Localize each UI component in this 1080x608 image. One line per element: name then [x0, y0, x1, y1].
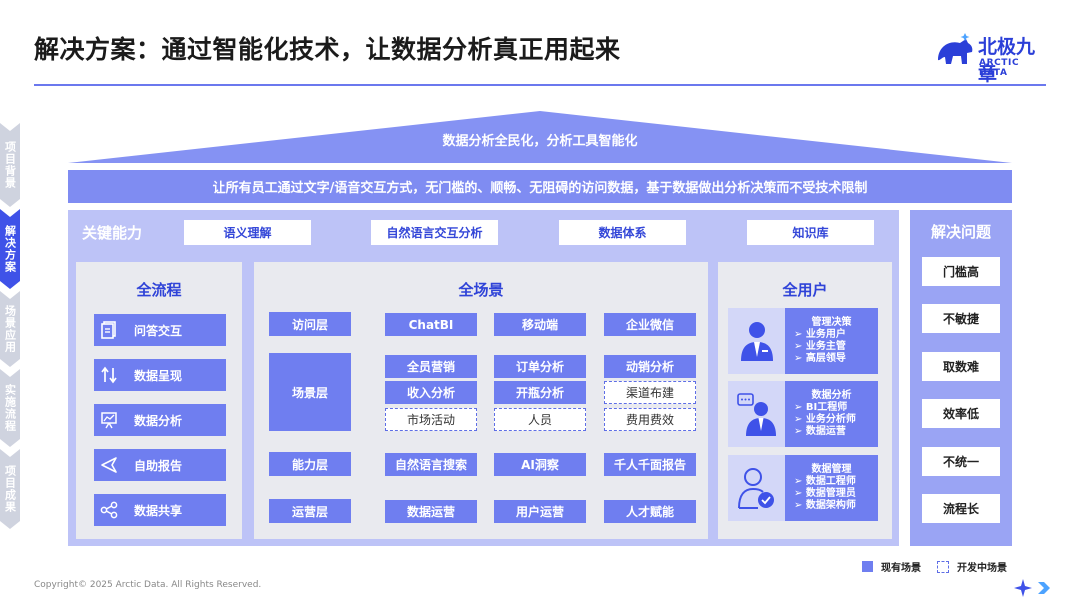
full-user-title: 全用户	[782, 281, 828, 299]
capability-item: 数据体系	[559, 220, 686, 245]
scene-cell: 开瓶分析	[494, 381, 586, 404]
problem-item: 取数难	[922, 352, 1000, 381]
process-item: 数据分析	[94, 404, 226, 436]
admin-icon	[728, 455, 786, 521]
logo-name-en: ARCTIC DATA	[979, 58, 1020, 78]
problem-item: 不敏捷	[922, 304, 1000, 333]
user-role: ➢ 数据架构师	[794, 500, 856, 511]
scene-cell: 人才赋能	[604, 500, 696, 523]
scene-cell: 数据运营	[385, 500, 477, 523]
layer-access: 访问层	[269, 312, 351, 336]
scene-cell: 全员营销	[385, 355, 477, 378]
nav-item-scenarios[interactable]: 场景应用	[0, 291, 20, 367]
layer-ability: 能力层	[269, 452, 351, 476]
legend-dashed-swatch	[937, 560, 949, 573]
user-group-head: 数据分析	[811, 390, 852, 401]
presentation-icon	[94, 404, 124, 436]
roof-shape	[68, 111, 1012, 163]
user-group: 数据管理 ➢ 数据工程师 ➢ 数据管理员 ➢ 数据架构师	[728, 455, 878, 521]
legend-existing: 现有场景	[862, 559, 921, 574]
logo-name-cn: 北极九章	[978, 36, 1036, 85]
page-title: 解决方案：通过智能化技术，让数据分析真正用起来	[34, 35, 621, 64]
layer-ops: 运营层	[269, 499, 351, 523]
user-role: ➢ 业务分析师	[794, 414, 856, 425]
copyright: Copyright© 2025 Arctic Data. All Rights …	[34, 580, 262, 590]
scene-cell: 企业微信	[604, 313, 696, 336]
scene-cell: 收入分析	[385, 381, 477, 404]
capability-title: 关键能力	[82, 224, 143, 242]
layer-scene: 场景层	[269, 353, 351, 431]
brand-logo: 北极九章 ARCTIC DATA	[934, 30, 1049, 85]
scene-cell: AI洞察	[494, 453, 586, 476]
send-icon	[94, 449, 124, 481]
full-process-panel	[76, 262, 242, 539]
analyst-icon	[728, 381, 786, 447]
capability-item: 语义理解	[184, 220, 311, 245]
capability-item: 知识库	[747, 220, 874, 245]
sparkle-icon	[1014, 579, 1050, 597]
user-role: ➢ 数据管理员	[794, 488, 856, 499]
full-process-title: 全流程	[136, 281, 182, 299]
scene-cell: 动销分析	[604, 355, 696, 378]
share-icon	[94, 494, 124, 526]
nav-item-implementation[interactable]: 实施流程	[0, 369, 20, 447]
problem-item: 效率低	[922, 399, 1000, 428]
scene-cell: 用户运营	[494, 500, 586, 523]
legend-developing: 开发中场景	[937, 559, 1007, 574]
process-item: 问答交互	[94, 314, 226, 346]
problem-item: 流程长	[922, 494, 1000, 523]
capability-item: 自然语言交互分析	[371, 220, 498, 245]
process-item: 数据共享	[94, 494, 226, 526]
scene-cell-developing: 市场活动	[385, 408, 477, 431]
user-group: 管理决策 ➢ 业务用户 ➢ 业务主管 ➢ 高层领导	[728, 308, 878, 374]
vision-banner: 让所有员工通过文字/语音交互方式，无门槛的、顺畅、无阻碍的访问数据，基于数据做出…	[68, 170, 1012, 203]
document-icon	[94, 314, 124, 346]
process-item: 数据呈现	[94, 359, 226, 391]
scene-cell: 移动端	[494, 313, 586, 336]
user-role: ➢ 业务用户	[794, 329, 846, 340]
nav-item-solution[interactable]: 解决方案	[0, 209, 20, 289]
user-role: ➢ 业务主管	[794, 341, 846, 352]
user-group-head: 数据管理	[811, 464, 852, 475]
problems-title: 解决问题	[930, 223, 991, 241]
manager-icon	[728, 308, 786, 374]
problem-item: 不统一	[922, 447, 1000, 476]
nav-item-background[interactable]: 项目背景	[0, 123, 20, 207]
user-group: 数据分析 ➢ BI工程师 ➢ 业务分析师 ➢ 数据运营	[728, 381, 878, 447]
user-role: ➢ 数据工程师	[794, 476, 856, 487]
polar-bear-icon	[938, 33, 973, 64]
scene-cell-developing: 费用费效	[604, 408, 696, 431]
problem-item: 门槛高	[922, 257, 1000, 286]
user-group-head: 管理决策	[811, 317, 852, 328]
legend-solid-swatch	[862, 561, 873, 572]
roof-slogan: 数据分析全民化，分析工具智能化	[442, 134, 638, 149]
full-scene-title: 全场景	[458, 281, 504, 299]
scene-cell-developing: 人员	[494, 408, 586, 431]
sort-arrows-icon	[94, 359, 124, 391]
scene-cell: 订单分析	[494, 355, 586, 378]
user-role: ➢ 数据运营	[794, 426, 846, 437]
user-role: ➢ 高层领导	[794, 353, 846, 364]
scene-cell-developing: 渠道布建	[604, 381, 696, 404]
scene-cell: 自然语言搜索	[385, 453, 477, 476]
scene-cell: 千人千面报告	[604, 453, 696, 476]
scene-cell: ChatBI	[385, 313, 477, 336]
process-item: 自助报告	[94, 449, 226, 481]
user-role: ➢ BI工程师	[794, 402, 848, 413]
title-divider	[34, 84, 1046, 86]
nav-item-results[interactable]: 项目成果	[0, 449, 20, 529]
